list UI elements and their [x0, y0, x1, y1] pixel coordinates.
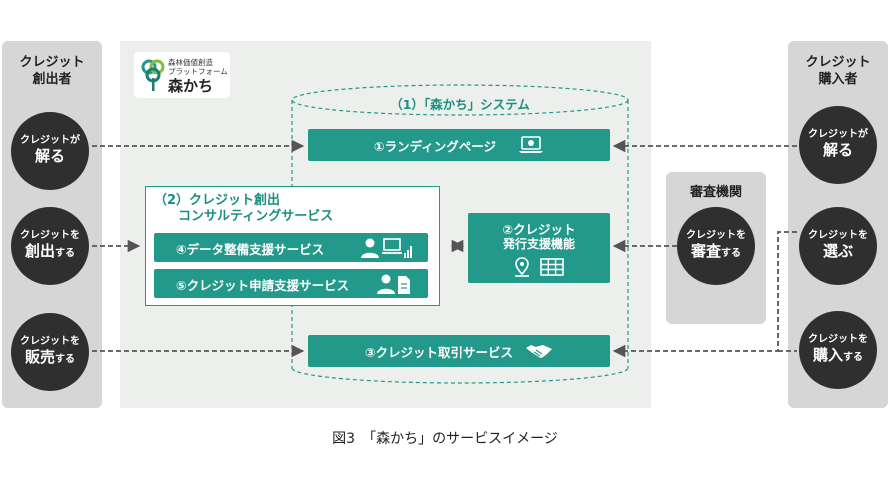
logo: 森林価値創造 プラットフォーム 森かち	[134, 52, 230, 98]
handshake-icon	[526, 345, 553, 358]
figure-caption: 図3 「森かち」のサービスイメージ	[332, 431, 558, 447]
trade-service-bar: ③クレジット取引サービス	[308, 335, 610, 367]
person-chart-icon	[361, 238, 412, 258]
right-circle-purchase: クレジットを 購入する	[799, 311, 877, 389]
person-document-icon	[377, 274, 410, 294]
map-pin-icon	[515, 257, 529, 277]
apply-service-label: ⑤クレジット申請支援サービス	[176, 278, 350, 293]
system-title: （1）「森かち」システム	[390, 97, 530, 112]
trade-service-label: ③クレジット取引サービス	[364, 344, 514, 360]
left-circle-create: クレジットを 創出する	[11, 207, 89, 285]
data-service-label: ④データ整備支援サービス	[176, 242, 325, 257]
review-circle: クレジットを 審査する	[677, 207, 755, 285]
review-panel-title: 審査機関	[689, 185, 742, 200]
data-service-bar: ④データ整備支援サービス	[154, 233, 428, 262]
landing-page-label: ①ランディングページ	[374, 138, 496, 154]
credit-issue-box: ②クレジット 発行支援機能	[468, 213, 610, 283]
right-circle-understand: クレジットが 解る	[799, 106, 877, 184]
consulting-title: （2）クレジット創出 コンサルティングサービス	[154, 193, 334, 224]
right-panel-title: クレジット 購入者	[805, 55, 871, 87]
left-circle-sell: クレジットを 販売する	[11, 313, 89, 391]
laptop-icon	[518, 136, 543, 153]
forest-logo-icon	[141, 59, 165, 91]
left-panel-title: クレジット 創出者	[19, 55, 85, 87]
right-circle-choose: クレジットを 選ぶ	[799, 207, 877, 285]
logo-line1: 森林価値創造	[168, 58, 213, 67]
landing-page-bar: ①ランディングページ	[308, 129, 610, 161]
table-grid-icon	[540, 258, 564, 276]
apply-service-bar: ⑤クレジット申請支援サービス	[154, 269, 428, 298]
left-circle-understand: クレジットが 解る	[11, 112, 89, 190]
logo-name: 森かち	[168, 77, 214, 95]
logo-line2: プラットフォーム	[168, 67, 228, 76]
